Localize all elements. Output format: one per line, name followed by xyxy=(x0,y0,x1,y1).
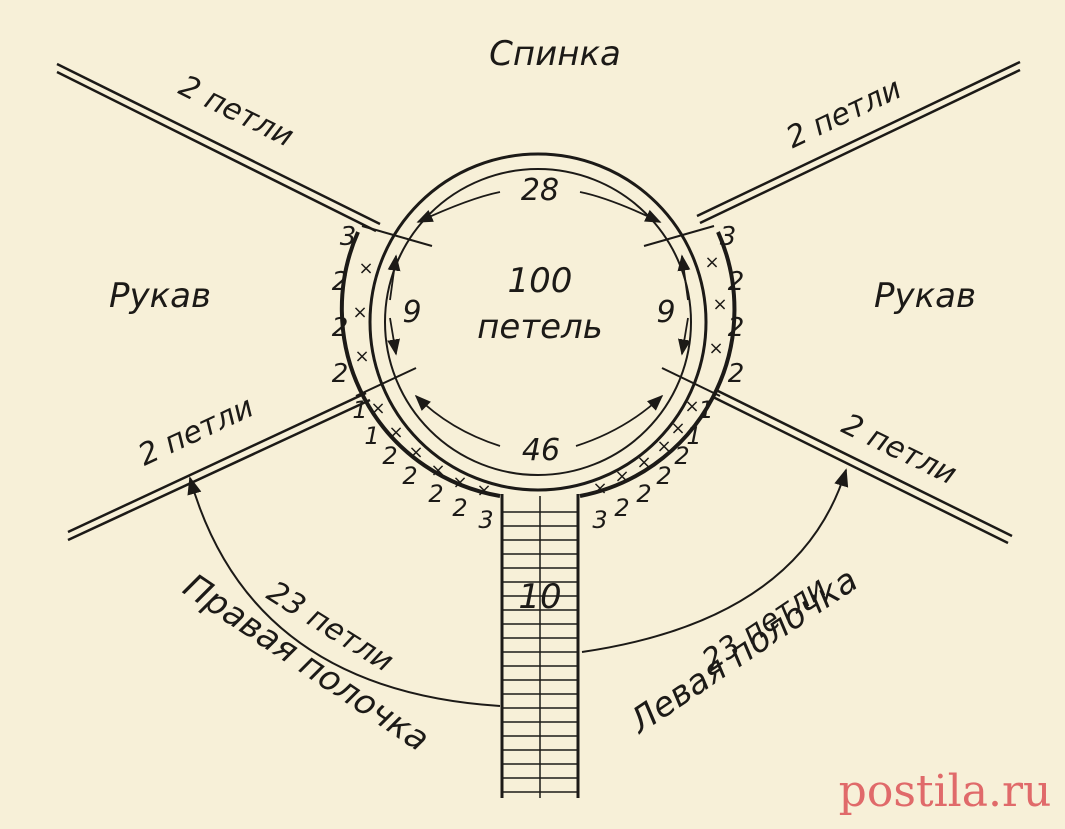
label-bottom-count: 46 xyxy=(522,433,560,468)
raglan-line-top-left xyxy=(56,62,381,233)
increase-cross-icon: × xyxy=(388,422,403,443)
increase-cross-icon: × xyxy=(614,466,629,487)
increase-cross-icon: × xyxy=(708,338,723,359)
watermark: postila.ru xyxy=(839,766,1052,817)
increment-count-right-lower: 2 xyxy=(614,494,629,522)
increment-count-right-upper: 2 xyxy=(728,359,745,389)
arrow-top-left-icon xyxy=(416,191,501,223)
increase-arc-left xyxy=(339,231,501,498)
arrow-bottom-left-icon xyxy=(414,394,501,447)
label-left-front-name: Левая полочка xyxy=(621,560,865,743)
marker-tick xyxy=(643,225,715,247)
increase-cross-icon: × xyxy=(430,460,445,481)
arrow-right-front-icon xyxy=(187,476,501,707)
increase-cross-icon: × xyxy=(712,294,727,315)
marker-tick xyxy=(661,367,721,397)
increment-count-left-lower: 1 xyxy=(352,396,367,424)
label-side-right: 9 xyxy=(656,295,675,330)
increase-marks: ×××××××××××××××××× xyxy=(352,252,727,501)
marker-tick xyxy=(361,225,433,247)
raglan-line-top-right xyxy=(696,60,1021,225)
increment-count-right-lower: 3 xyxy=(592,506,607,534)
neck-inner-circle xyxy=(384,168,692,476)
increment-count-left-upper: 2 xyxy=(332,267,349,297)
increment-count-left-upper: 2 xyxy=(332,313,349,343)
increment-count-right-lower: 1 xyxy=(686,422,701,450)
increase-cross-icon: × xyxy=(670,418,685,439)
raglan-line-bottom-left xyxy=(67,391,371,542)
increment-count-right-lower: 1 xyxy=(698,396,713,424)
increment-count-left-lower: 2 xyxy=(452,494,467,522)
increment-count-left-lower: 1 xyxy=(364,422,379,450)
increase-cross-icon: × xyxy=(656,436,671,457)
increase-cross-icon: × xyxy=(684,396,699,417)
increment-count-left-lower: 2 xyxy=(402,462,417,490)
arrow-left-up-icon xyxy=(387,254,401,301)
increment-count-right-upper: 3 xyxy=(720,222,737,252)
front-placket xyxy=(500,494,580,798)
arrow-bottom-right-icon xyxy=(575,394,664,447)
increase-cross-icon: × xyxy=(352,302,367,323)
increase-cross-icon: × xyxy=(354,346,369,367)
arrow-top-right-icon xyxy=(579,191,662,223)
label-top-count: 28 xyxy=(521,173,559,208)
increase-arc-right xyxy=(579,231,737,498)
increment-count-left-upper: 3 xyxy=(340,222,357,252)
arrow-left-front-icon xyxy=(581,468,849,653)
label-raglan-top-left: 2 петли xyxy=(173,69,299,155)
label-raglan-top-right: 2 петли xyxy=(781,71,907,155)
increment-count-right-lower: 2 xyxy=(674,442,689,470)
increment-count-left-upper: 2 xyxy=(332,359,349,389)
label-back: Спинка xyxy=(489,34,621,74)
neck-outer-circle xyxy=(368,152,708,492)
arrow-right-down-icon xyxy=(678,317,691,356)
increment-count-left-lower: 3 xyxy=(478,506,493,534)
label-sleeve-left: Рукав xyxy=(109,276,211,316)
increase-cross-icon: × xyxy=(408,442,423,463)
increment-count-right-lower: 2 xyxy=(636,480,651,508)
increase-cross-icon: × xyxy=(592,478,607,499)
increase-cross-icon: × xyxy=(636,452,651,473)
increase-cross-icon: × xyxy=(358,258,373,279)
label-center-unit: петель xyxy=(477,307,603,347)
increment-count-right-upper: 2 xyxy=(728,267,745,297)
label-placket: 10 xyxy=(518,577,561,617)
increase-cross-icon: × xyxy=(704,252,719,273)
increase-cross-icon: × xyxy=(370,398,385,419)
marker-tick xyxy=(355,367,417,397)
increment-count-left-lower: 2 xyxy=(428,480,443,508)
raglan-line-bottom-right xyxy=(712,388,1013,545)
increase-cross-icon: × xyxy=(476,480,491,501)
increment-count-right-lower: 2 xyxy=(656,462,671,490)
arrow-right-up-icon xyxy=(677,254,691,301)
arrow-left-down-icon xyxy=(387,317,400,356)
label-side-left: 9 xyxy=(402,295,421,330)
increment-count-right-upper: 2 xyxy=(728,313,745,343)
label-sleeve-right: Рукав xyxy=(874,276,976,316)
increment-count-left-lower: 2 xyxy=(382,442,397,470)
increase-cross-icon: × xyxy=(452,472,467,493)
label-center-count: 100 xyxy=(508,261,573,301)
